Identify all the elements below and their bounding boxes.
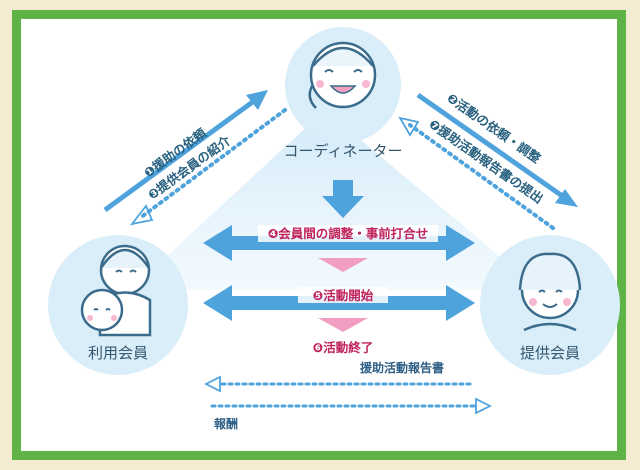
- step-6-label: ❻活動終了: [313, 340, 374, 355]
- coordinator-label: コーディネーター: [284, 142, 403, 160]
- arrow-request-to-coordinator: [103, 90, 268, 213]
- arrow-reward: [210, 397, 493, 415]
- step-5-label-bg: [298, 287, 388, 303]
- parent-and-child-icon: [80, 244, 152, 337]
- step-2-label: ❷活動の依頼・調整: [444, 90, 544, 166]
- pink-down-arrow-1: [318, 258, 368, 272]
- arrow-report: [203, 375, 472, 393]
- down-arrow: [322, 180, 364, 218]
- reward-label: 報酬: [214, 416, 238, 431]
- arrow-activity-request: [416, 92, 578, 207]
- provider-member-label: 提供会員: [520, 344, 580, 362]
- pink-down-arrow-2: [318, 318, 368, 332]
- provider-woman-icon: [518, 252, 582, 332]
- arrow-introduce-provider: [129, 108, 287, 226]
- step-4-label-bg: [258, 225, 438, 242]
- user-member-label: 利用会員: [88, 344, 148, 362]
- step-4-label: ❹会員間の調整・事前打合せ: [268, 226, 429, 241]
- arrow-report-submission: [398, 116, 555, 230]
- step-5-label: ❺活動開始: [313, 288, 374, 303]
- report-label: 援助活動報告書: [360, 360, 444, 375]
- coordinator-woman-icon: [308, 41, 377, 109]
